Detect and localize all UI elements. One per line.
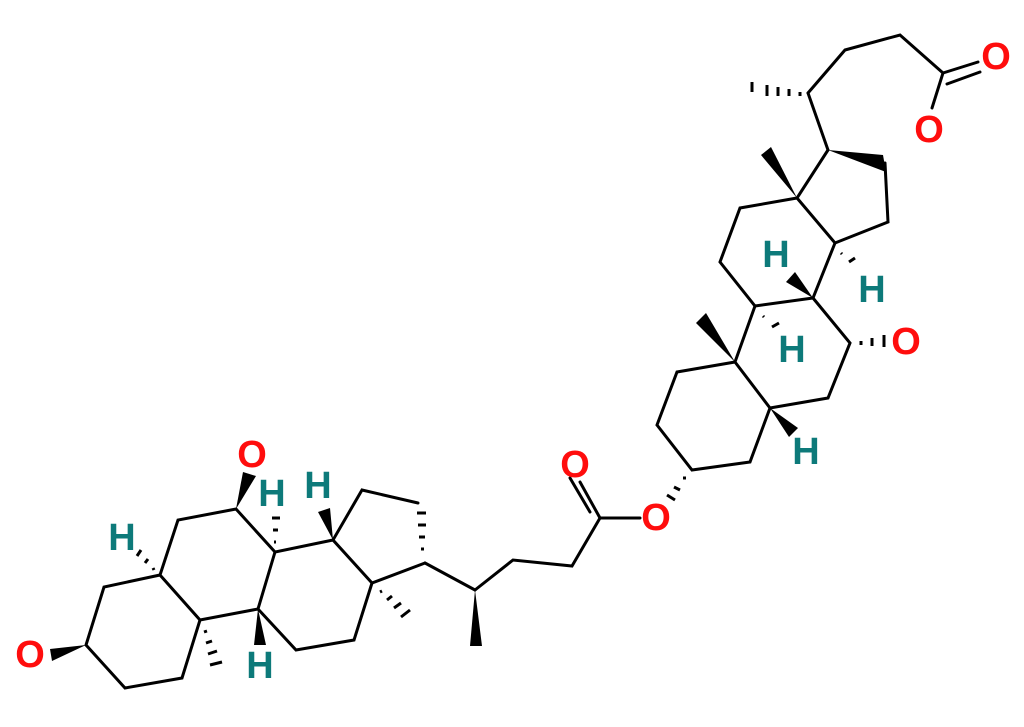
wedge-h8-upper <box>786 272 813 298</box>
label-h9-lower: H <box>246 645 273 687</box>
wedge-h5-upper <box>770 408 798 437</box>
label-h14-lower: H <box>304 465 331 507</box>
label-h8-upper: H <box>762 234 789 276</box>
label-o-carbonyl-top: O <box>981 36 1011 78</box>
wedge-c18-upper <box>761 147 797 198</box>
label-o-lactone-top: O <box>914 109 944 151</box>
hashed-methyl-c20-upper <box>750 82 802 96</box>
label-h5-upper: H <box>792 431 819 473</box>
wedge-o7-lower <box>236 472 256 509</box>
wedge-c17 <box>828 150 886 172</box>
label-o7-lower: O <box>237 434 267 476</box>
wedge-h9-lower <box>254 609 266 645</box>
label-o7-upper: O <box>891 321 921 363</box>
label-h9-upper: H <box>778 329 805 371</box>
label-h14-upper: H <box>858 269 885 311</box>
wedge-o3-lower <box>50 645 86 661</box>
upper-steroid <box>655 33 982 502</box>
wedge-h14-lower <box>318 508 333 540</box>
label-h5-lower: H <box>108 517 135 559</box>
label-h8-lower: H <box>258 473 285 515</box>
label-o-ester-link: O <box>641 497 671 539</box>
atom-labels: O O O O O O O H H H H H H H H <box>15 36 1011 687</box>
wedge-c21-lower <box>470 590 482 646</box>
label-o-ester-carbonyl: O <box>560 444 590 486</box>
label-o3-lower: O <box>15 634 45 676</box>
wedge-c19-upper <box>696 313 735 362</box>
ester-linkage <box>473 476 642 592</box>
lower-steroid <box>50 472 482 690</box>
